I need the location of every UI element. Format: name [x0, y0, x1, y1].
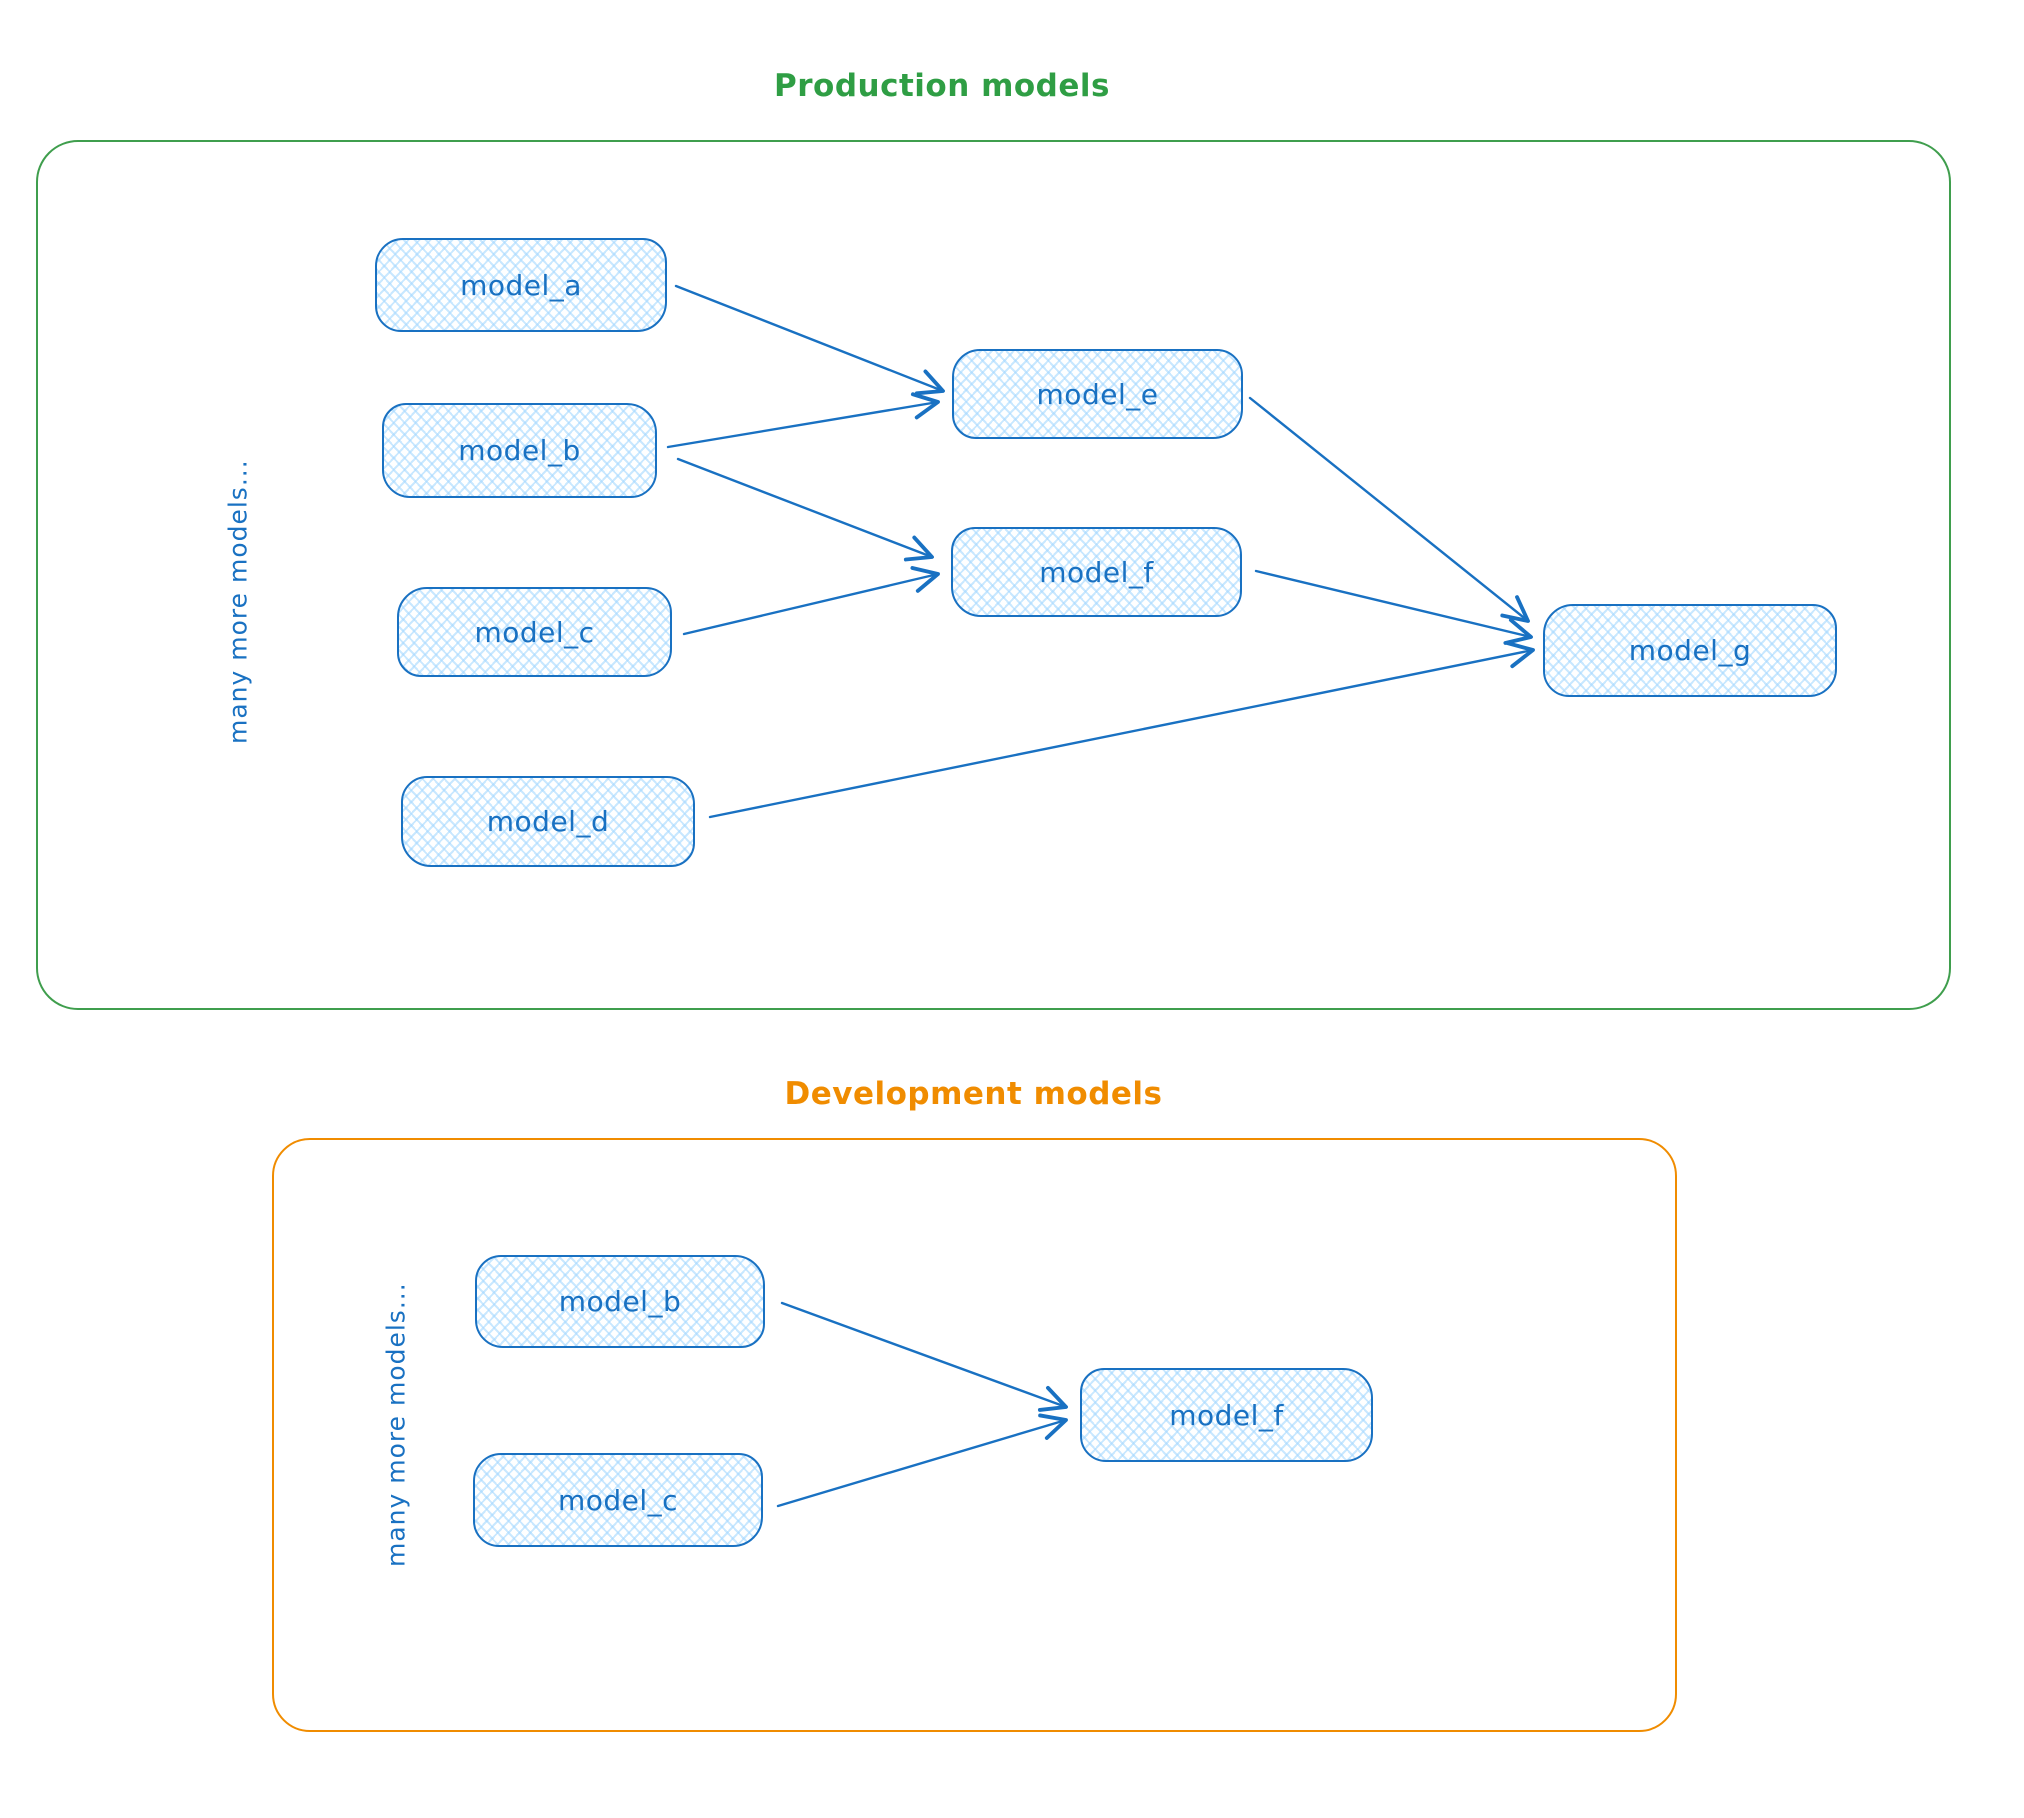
- node-model-f: model_f: [951, 527, 1242, 617]
- node-model-a-label: model_a: [460, 268, 582, 302]
- node-model-g: model_g: [1543, 604, 1837, 697]
- node-model-f-label: model_f: [1039, 555, 1154, 589]
- dev-node-model-b-label: model_b: [558, 1285, 682, 1318]
- node-model-d: model_d: [401, 776, 695, 867]
- node-model-b: model_b: [382, 403, 657, 498]
- node-model-a: model_a: [375, 238, 667, 332]
- production-section-title: Production models: [774, 68, 1110, 104]
- node-model-e: model_e: [952, 349, 1243, 439]
- production-side-label: many more models...: [223, 459, 253, 745]
- dev-node-model-f-label: model_f: [1169, 1398, 1284, 1432]
- node-model-g-label: model_g: [1628, 634, 1752, 667]
- dev-node-model-f: model_f: [1080, 1368, 1373, 1462]
- development-section-title: Development models: [784, 1076, 1163, 1112]
- dev-node-model-c: model_c: [473, 1453, 763, 1547]
- development-side-label: many more models...: [381, 1282, 411, 1568]
- node-model-e-label: model_e: [1036, 377, 1159, 411]
- node-model-c-label: model_c: [474, 615, 595, 649]
- dev-node-model-c-label: model_c: [557, 1483, 679, 1517]
- node-model-b-label: model_b: [458, 434, 581, 467]
- node-model-d-label: model_d: [486, 805, 610, 838]
- node-model-c: model_c: [397, 587, 672, 677]
- production-container: [36, 140, 1951, 1010]
- development-container: [272, 1138, 1677, 1732]
- dev-node-model-b: model_b: [475, 1255, 765, 1348]
